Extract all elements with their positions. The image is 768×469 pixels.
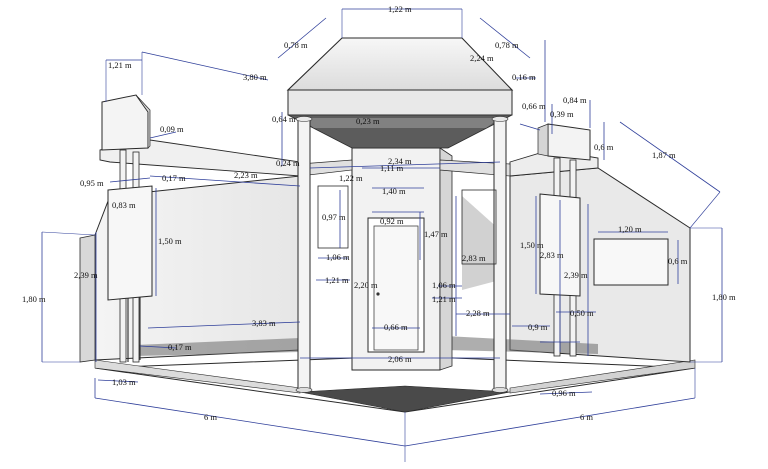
dim-label: 0,24 m	[276, 158, 300, 168]
dim-label: 1,50 m	[520, 240, 544, 250]
dim-label: 1,20 m	[618, 224, 642, 234]
center-tower-side	[439, 147, 453, 371]
dim-label: 2,39 m	[564, 270, 588, 280]
dim-label: 0,50 m	[570, 308, 594, 318]
dim-label: 6 m	[204, 412, 217, 422]
dim-label: 1,50 m	[158, 236, 182, 246]
dim-label: 0,39 m	[550, 109, 574, 119]
dim-label: 1,87 m	[652, 150, 676, 160]
roof-hood-top	[286, 37, 514, 91]
right-header-box-side	[537, 123, 549, 157]
roof-hood-band	[287, 89, 513, 116]
right-header-box	[547, 123, 591, 161]
column-right-base	[491, 387, 509, 393]
dim-label: 0,17 m	[168, 342, 192, 352]
dim-label: 1,80 m	[712, 292, 736, 302]
dim-label: 2,28 m	[466, 308, 490, 318]
column-left-front	[297, 117, 311, 391]
dim-label: 2,39 m	[74, 270, 98, 280]
dim-label: 2,83 m	[462, 253, 486, 263]
dim-label: 0,09 m	[160, 124, 184, 134]
dim-label: 1,47 m	[424, 229, 448, 239]
dim-label: 2,24 m	[470, 53, 494, 63]
dim-label: 0,66 m	[522, 101, 546, 111]
dim-label: 0,78 m	[495, 40, 519, 50]
dim-label: 0,6 m	[594, 142, 614, 152]
dimension-lines	[41, 8, 723, 462]
dim-label: 1,22 m	[388, 4, 412, 14]
dim-label: 0,66 m	[384, 322, 408, 332]
dim-label: 0,95 m	[80, 178, 104, 188]
dim-label: 1,03 m	[112, 377, 136, 387]
dim-label: 0,6 m	[668, 256, 688, 266]
dim-label: 0,64 m	[272, 114, 296, 124]
interior-floor-shadow-left	[135, 338, 300, 356]
right-interior-frame	[461, 189, 497, 265]
column-left-base	[295, 387, 313, 393]
dim-label: 0,78 m	[284, 40, 308, 50]
dim-label: 1,21 m	[108, 60, 132, 70]
left-header-box	[101, 94, 149, 151]
dim-label: 3,83 m	[252, 318, 276, 328]
left-header-box-side	[135, 94, 151, 149]
left-wall-edge	[79, 234, 96, 363]
dim-label: 0,96 m	[552, 388, 576, 398]
dim-label: 6 m	[580, 412, 593, 422]
dim-label: 1,06 m	[326, 252, 350, 262]
left-interior-frame	[317, 185, 349, 249]
column-right-cap	[491, 116, 509, 122]
right-wall-screen	[593, 238, 669, 286]
dim-label: 0,97 m	[322, 212, 346, 222]
dim-label: 0,9 m	[528, 322, 548, 332]
door-handle-icon[interactable]	[376, 292, 380, 296]
dim-label: 1,80 m	[22, 294, 46, 304]
door-panel[interactable]	[373, 225, 419, 351]
dimension-labels: 1,22 m 0,78 m 0,78 m 2,24 m 1,21 m 3,80 …	[22, 4, 736, 422]
dim-label: 1,06 m	[432, 280, 456, 290]
dim-label: 2,83 m	[540, 250, 564, 260]
floor-plinth-left	[94, 359, 301, 394]
dim-label: 0,23 m	[356, 116, 380, 126]
right-wall-shadow	[462, 196, 500, 290]
dim-label: 2,06 m	[388, 354, 412, 364]
dim-label: 1,11 m	[380, 163, 404, 173]
dim-label: 0,83 m	[112, 200, 136, 210]
dim-label: 1,21 m	[325, 275, 349, 285]
dim-label: 2,23 m	[234, 170, 258, 180]
dim-label: 1,21 m	[432, 294, 456, 304]
left-side-panel	[107, 185, 153, 301]
dim-label: 1,40 m	[382, 186, 406, 196]
dim-label: 3,80 m	[243, 72, 267, 82]
column-left-cap	[295, 116, 313, 122]
roof-hood-underside-light	[300, 118, 500, 128]
dim-label: 0,92 m	[380, 216, 404, 226]
dim-label: 0,84 m	[563, 95, 587, 105]
dim-label: 2,34 m	[388, 156, 412, 166]
dim-label: 0,17 m	[162, 173, 186, 183]
dim-label: 0,16 m	[512, 72, 536, 82]
dim-label: 2,20 m	[354, 280, 378, 290]
dim-label: 1,22 m	[339, 173, 363, 183]
